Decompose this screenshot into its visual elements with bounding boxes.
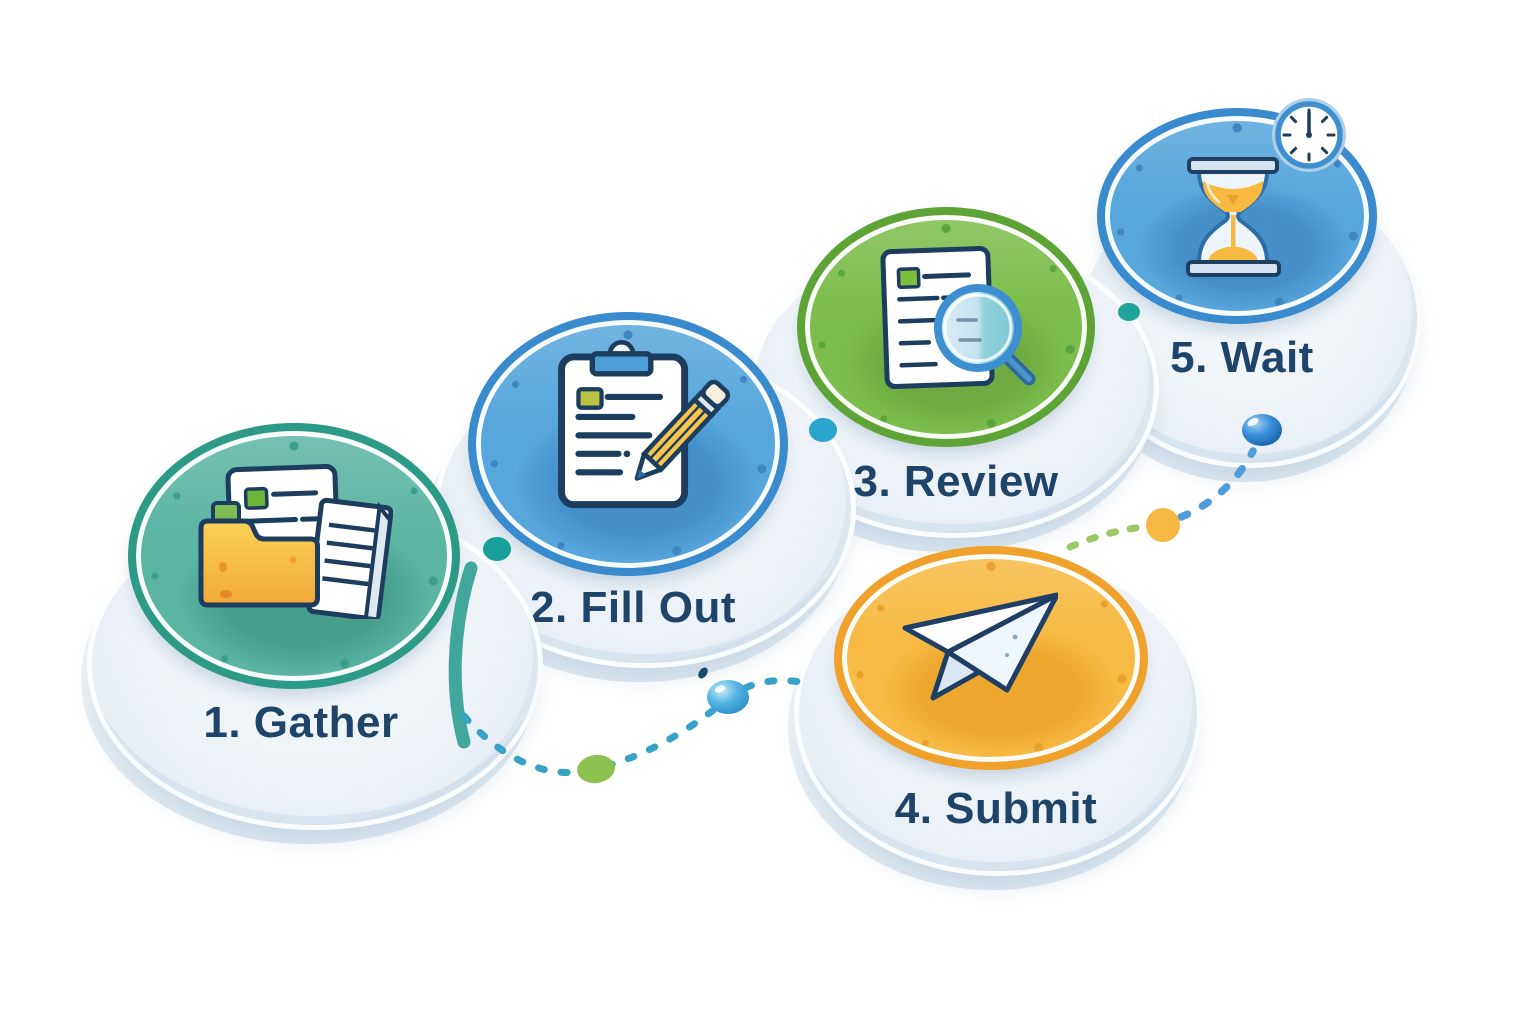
connector-dot-yellow [1146, 508, 1180, 542]
accent-dot-cyan-middle [809, 418, 837, 442]
connector-path-4-to-5-blue [1177, 447, 1257, 521]
navy-speck [698, 667, 708, 679]
connector-dot-blue-glossy [707, 680, 749, 714]
accent-dot-teal-right [1118, 303, 1140, 321]
connector-path-1-to-4 [460, 677, 816, 776]
accent-dot-teal-left [483, 537, 511, 561]
connector-dot-darkblue-glossy [1242, 414, 1282, 446]
connector-dot-green [577, 754, 615, 784]
connector-path-4-to-5-green [1066, 523, 1147, 551]
